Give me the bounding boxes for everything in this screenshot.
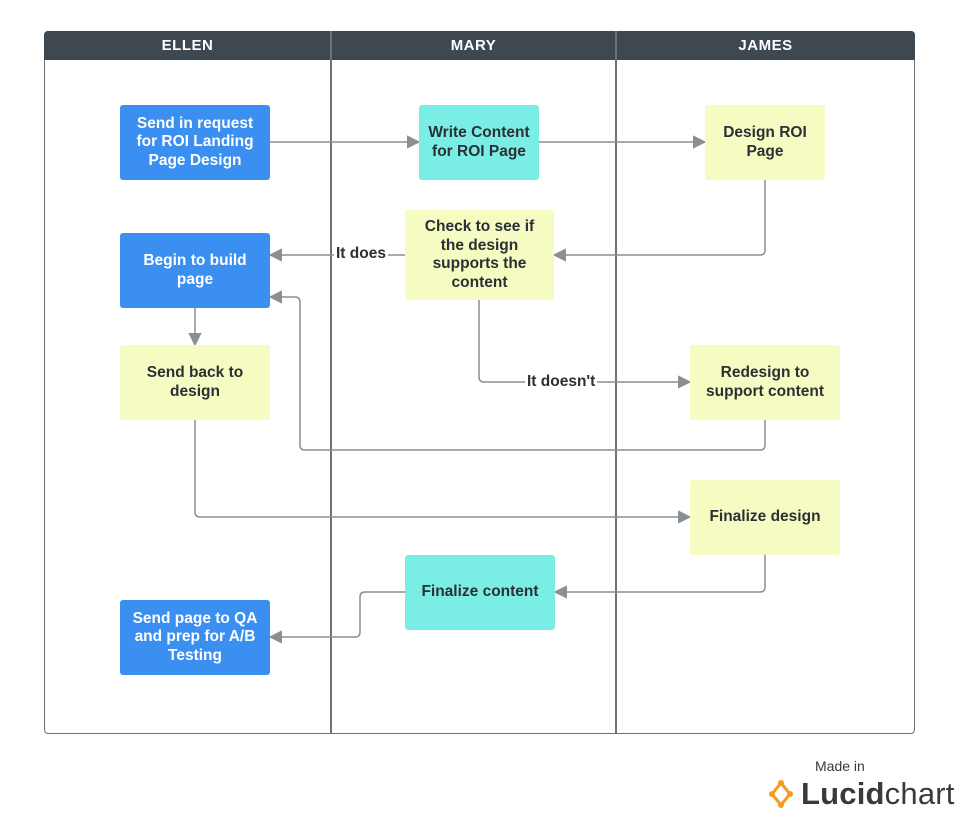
node-finalize-design[interactable]: Finalize design xyxy=(690,480,840,555)
lucidchart-wordmark: Lucidchart xyxy=(801,776,955,812)
edge-finalize-design-to-content xyxy=(553,555,766,599)
lane-header-mary: MARY xyxy=(331,31,616,60)
node-redesign[interactable]: Redesign to support content xyxy=(690,345,840,420)
edge-design-to-check xyxy=(552,180,766,262)
node-begin-build[interactable]: Begin to build page xyxy=(120,233,270,308)
node-write-content[interactable]: Write Content for ROI Page xyxy=(419,105,539,180)
node-send-back[interactable]: Send back to design xyxy=(120,345,270,420)
lane-header-james: JAMES xyxy=(616,31,915,60)
lane-divider xyxy=(330,31,332,734)
node-send-qa[interactable]: Send page to QA and prep for A/B Testing xyxy=(120,600,270,675)
edge-check-to-redesign xyxy=(478,300,692,389)
made-in-label: Made in xyxy=(815,758,865,774)
edge-sendback-to-finalize-design xyxy=(194,420,692,524)
node-finalize-content[interactable]: Finalize content xyxy=(405,555,555,630)
lucidchart-logo[interactable]: Lucidchart xyxy=(766,776,955,812)
node-design-roi[interactable]: Design ROI Page xyxy=(705,105,825,180)
edge-label-it-does: It does xyxy=(334,245,388,263)
wordmark-light: chart xyxy=(884,776,955,811)
node-check-design[interactable]: Check to see if the design supports the … xyxy=(405,210,554,300)
lucidchart-logo-icon xyxy=(769,780,793,808)
edge-content-to-qa xyxy=(268,591,405,644)
node-send-request[interactable]: Send in request for ROI Landing Page Des… xyxy=(120,105,270,180)
edge-label-it-doesnt: It doesn't xyxy=(525,373,598,391)
wordmark-bold: Lucid xyxy=(801,776,885,811)
lane-header-ellen: ELLEN xyxy=(44,31,331,60)
edge-redesign-to-begin xyxy=(268,290,766,451)
